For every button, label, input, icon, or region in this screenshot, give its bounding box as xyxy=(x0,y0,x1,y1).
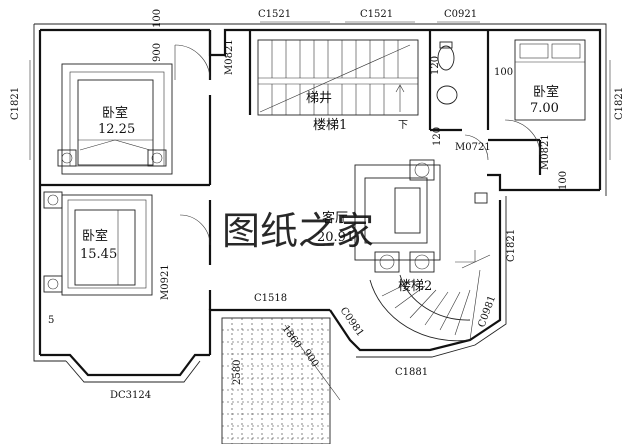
label-m0721: M0721 xyxy=(455,142,491,153)
dimension-labels: C1521 C1521 C0921 C1821 C1821 C1821 M082… xyxy=(10,9,625,401)
dim-900-a: 900 xyxy=(152,43,163,62)
bed-1 xyxy=(57,63,173,175)
room-bedroom-2-name: 卧室 xyxy=(82,228,108,244)
label-c1521-b: C1521 xyxy=(360,9,393,20)
bed-3 xyxy=(514,39,586,121)
room-stairwell-name: 梯井 xyxy=(306,91,332,106)
room-stair-2-name: 楼梯2 xyxy=(398,279,432,294)
sofa-set xyxy=(354,159,488,273)
dim-100-c: 100 xyxy=(558,171,569,190)
watermark: 图纸之家 xyxy=(222,209,374,253)
room-bedroom-1-name: 卧室 xyxy=(102,105,128,121)
label-m0821-a: M0821 xyxy=(224,39,235,75)
interior-walls xyxy=(40,30,542,310)
balcony-tiles xyxy=(221,317,341,444)
room-labels: 卧室 12.25 卧室 15.45 卧室 7.00 客厅 20.91 梯井 楼梯… xyxy=(80,84,559,294)
label-c0981-a: C0981 xyxy=(338,305,366,338)
room-bedroom-3-area: 7.00 xyxy=(530,101,559,116)
door-swings xyxy=(174,44,541,246)
dim-120-b: 120 xyxy=(432,127,443,146)
room-living-area: 20.91 xyxy=(317,230,354,245)
label-c1518: C1518 xyxy=(254,293,287,304)
label-dc3124: DC3124 xyxy=(110,390,151,401)
label-c1821-left: C1821 xyxy=(10,87,21,120)
bathroom-fixtures xyxy=(436,41,458,105)
stair-2 xyxy=(369,250,491,342)
dim-100-b: 100 xyxy=(494,67,513,78)
room-living-name: 客厅 xyxy=(322,210,348,226)
label-c0921: C0921 xyxy=(444,9,477,20)
dim-120-a: 120 xyxy=(430,56,441,75)
label-m0821-b: M0821 xyxy=(540,134,551,170)
room-stair-1-name: 楼梯1 xyxy=(313,118,347,133)
window-marks xyxy=(29,21,611,160)
room-bedroom-2-area: 15.45 xyxy=(80,247,117,262)
label-m0921: M0921 xyxy=(160,264,171,300)
stair-1 xyxy=(257,39,419,116)
label-c1521-a: C1521 xyxy=(258,9,291,20)
label-c1881: C1881 xyxy=(395,367,428,378)
dim-2580: 2580 xyxy=(232,360,243,385)
dim-100-a: 100 xyxy=(152,9,163,28)
bed-2 xyxy=(43,191,153,296)
label-c1821-right: C1821 xyxy=(614,87,625,120)
dim-1860: 1860 xyxy=(280,323,304,350)
stair-down-label: 下 xyxy=(398,120,408,131)
label-c1821-mid: C1821 xyxy=(506,229,517,262)
room-bedroom-3-name: 卧室 xyxy=(533,84,559,100)
room-bedroom-1-area: 12.25 xyxy=(98,122,135,137)
dim-5: 5 xyxy=(48,315,54,326)
